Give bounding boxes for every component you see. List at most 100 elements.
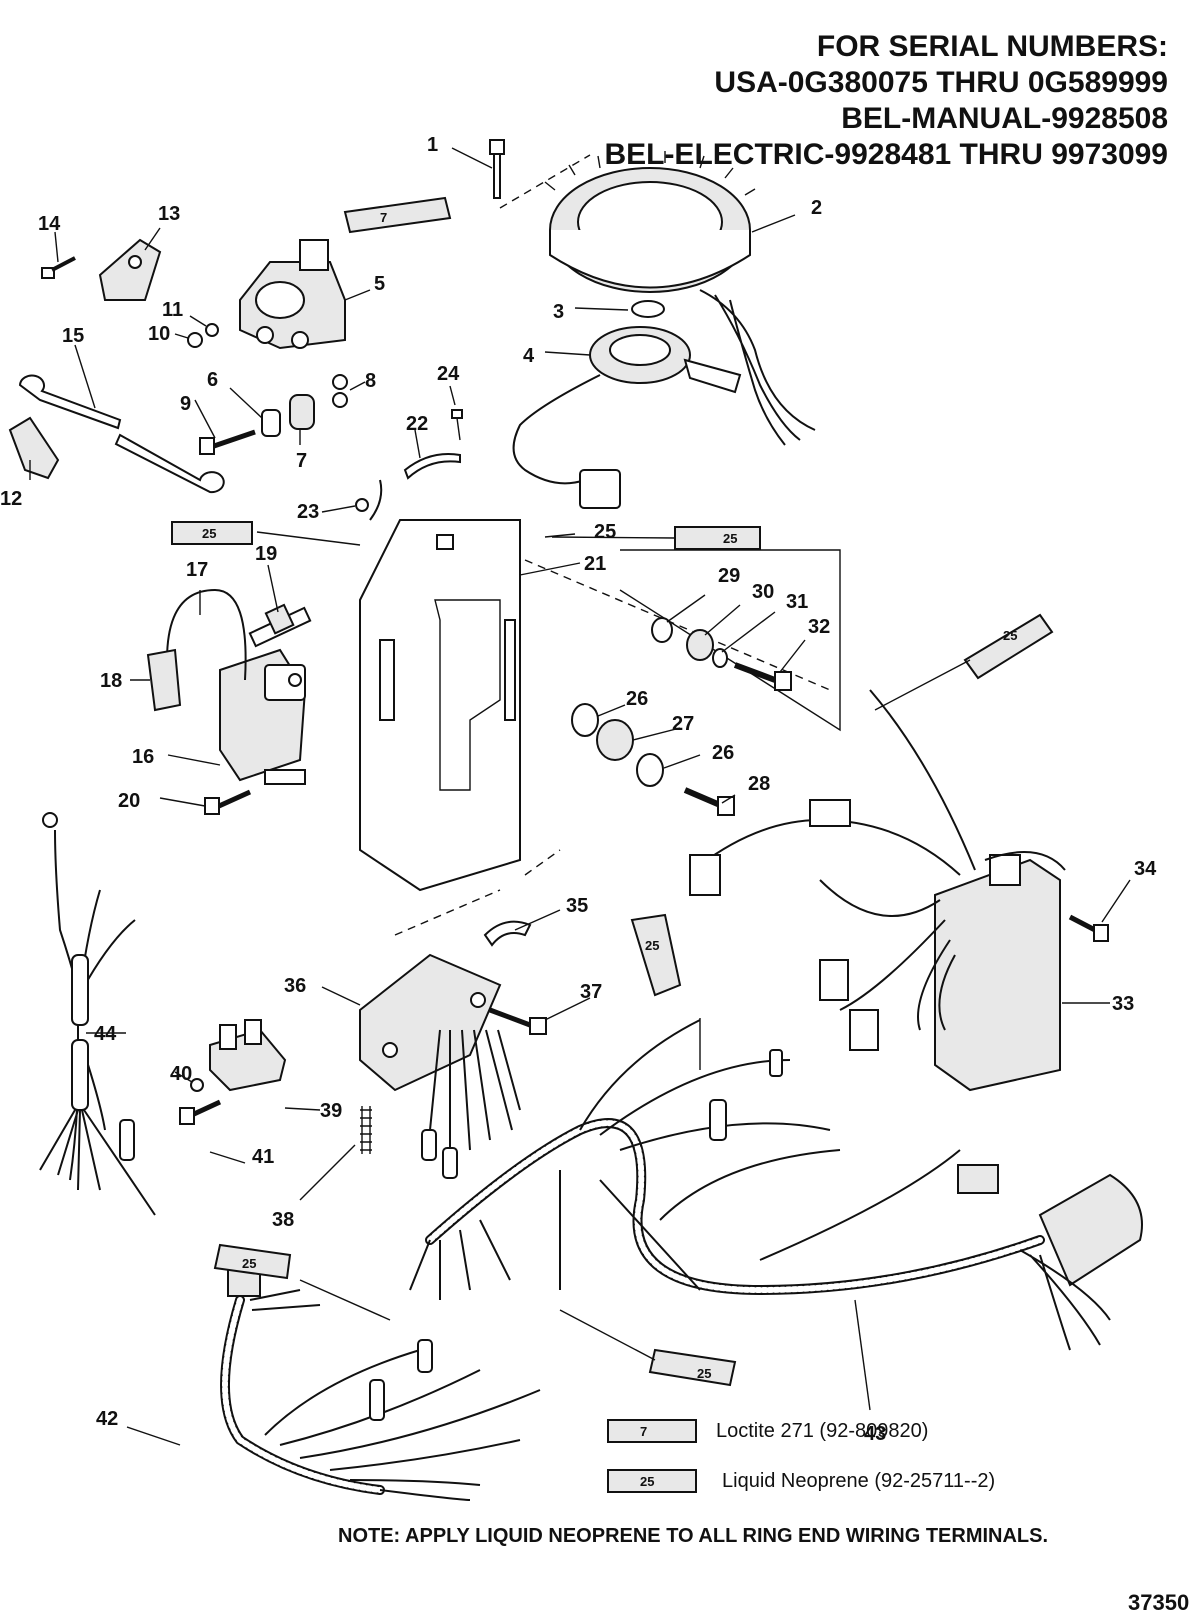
bushing-26b-part: [636, 753, 664, 787]
switch-box-part: [689, 689, 1066, 1092]
serial-header-line-2: USA-0G380075 THRU 0G589999: [714, 66, 1168, 99]
spring-part: [360, 1106, 372, 1154]
svg-text:7: 7: [640, 1424, 647, 1439]
callout-5: 5: [374, 273, 385, 295]
bolt-9-part: [199, 429, 256, 455]
screw-part: [489, 139, 591, 209]
callout-21: 21: [584, 553, 606, 575]
leader-lines: [29, 147, 1131, 1446]
svg-text:25: 25: [202, 526, 216, 541]
callout-3: 3: [553, 301, 564, 323]
callout-35: 35: [566, 895, 588, 917]
neoprene-tube-icon-upper-right: 25: [963, 613, 1054, 680]
svg-text:25: 25: [640, 1474, 654, 1489]
high-tension-lead-part: [166, 588, 247, 701]
callout-4: 4: [523, 345, 535, 367]
trigger-part: [512, 326, 742, 509]
callout-38: 38: [272, 1209, 294, 1231]
callout-11: 11: [162, 299, 183, 321]
regulator-part: [359, 953, 521, 1179]
washer-31-part: [712, 648, 728, 668]
bushing-26a-part: [571, 703, 599, 737]
callout-36: 36: [284, 975, 306, 997]
legend-loctite-tube-icon: 7: [607, 1419, 697, 1443]
boot-part: [8, 416, 60, 480]
neoprene-tube-icon-right: 25: [674, 526, 761, 550]
screw-28-part: [683, 787, 735, 816]
callout-12: 12: [0, 488, 22, 510]
nut-10-part: [187, 332, 203, 348]
screw-41-part: [179, 1099, 222, 1125]
callout-44: 44: [94, 1023, 117, 1045]
callout-33: 33: [1112, 993, 1134, 1015]
grommet-30-part: [686, 629, 714, 661]
bracket-part: [98, 238, 162, 301]
screw-32-part: [733, 662, 792, 691]
neoprene-tube-icon-lower-center: 25: [648, 1348, 737, 1387]
svg-text:25: 25: [723, 531, 737, 546]
callout-16: 16: [132, 746, 154, 768]
callout-27: 27: [672, 713, 694, 735]
callout-15: 15: [62, 325, 84, 347]
callout-18: 18: [100, 670, 122, 692]
nut-8a-part: [332, 374, 348, 390]
serial-header-line-3: BEL-MANUAL-9928508: [841, 102, 1168, 135]
callout-2: 2: [811, 197, 822, 219]
legend-neoprene-text: Liquid Neoprene (92-25711--2): [722, 1470, 996, 1492]
battery-cable-part: [18, 374, 225, 494]
clamp-part: [483, 920, 532, 947]
ignition-coil-part: [219, 648, 307, 785]
o-ring-part: [631, 300, 665, 318]
diode-part: [209, 1019, 287, 1092]
screw-14-part: [41, 256, 76, 279]
harness-44-part: [39, 812, 156, 1216]
serial-header-line-1: FOR SERIAL NUMBERS:: [816, 30, 1168, 63]
callout-6: 6: [207, 369, 218, 391]
legend-loctite-text: Loctite 271 (92-809820): [716, 1420, 929, 1442]
screw-37-part: [489, 1007, 547, 1035]
callout-34: 34: [1134, 858, 1157, 880]
callout-40: 40: [170, 1063, 192, 1085]
starter-solenoid-part: [239, 239, 346, 350]
neoprene-tube-icon-lower-left: 25: [213, 1243, 292, 1280]
callout-13: 13: [158, 203, 180, 225]
callout-41: 41: [252, 1146, 274, 1168]
spacer-part: [261, 409, 281, 437]
callout-numbers: 1 2 3 4 5 6 7 7 8 9 10 11 12 13 14 15 16…: [0, 134, 1157, 1445]
nut-8b-part: [332, 392, 348, 408]
callout-29: 29: [718, 565, 740, 587]
callout-39: 39: [320, 1100, 342, 1122]
spark-plug-part: [248, 603, 312, 648]
screw-24-part: [451, 409, 463, 419]
svg-text:7: 7: [380, 210, 387, 225]
callout-17: 17: [186, 559, 208, 581]
callout-9: 9: [180, 393, 191, 415]
neoprene-tube-icon-left: 25: [171, 521, 253, 545]
ground-strap-part: [403, 453, 461, 480]
callout-8: 8: [365, 370, 376, 392]
callout-43: 43: [864, 1423, 886, 1445]
callout-26b: 26: [712, 742, 734, 764]
callout-26a: 26: [626, 688, 648, 710]
callout-37: 37: [580, 981, 602, 1003]
callout-23: 23: [297, 501, 319, 523]
callout-19: 19: [255, 543, 277, 565]
callout-24: 24: [437, 363, 460, 385]
callout-10: 10: [148, 323, 170, 345]
grommet-part: [289, 394, 315, 430]
main-harness-part: [409, 1019, 1143, 1351]
washer-11-part: [205, 323, 219, 337]
callout-7a: 7: [296, 450, 307, 472]
legend-neoprene-tube-icon: 25: [607, 1469, 697, 1493]
callout-20: 20: [118, 790, 140, 812]
callout-25: 25: [594, 521, 616, 543]
callout-30: 30: [752, 581, 774, 603]
svg-text:25: 25: [1003, 628, 1017, 643]
bushing-29-part: [651, 617, 673, 643]
callout-28: 28: [748, 773, 770, 795]
serial-header-line-4: BEL-ELECTRIC-9928481 THRU 9973099: [604, 138, 1168, 171]
stator-part: [544, 151, 816, 446]
screw-34-part: [1068, 914, 1109, 942]
